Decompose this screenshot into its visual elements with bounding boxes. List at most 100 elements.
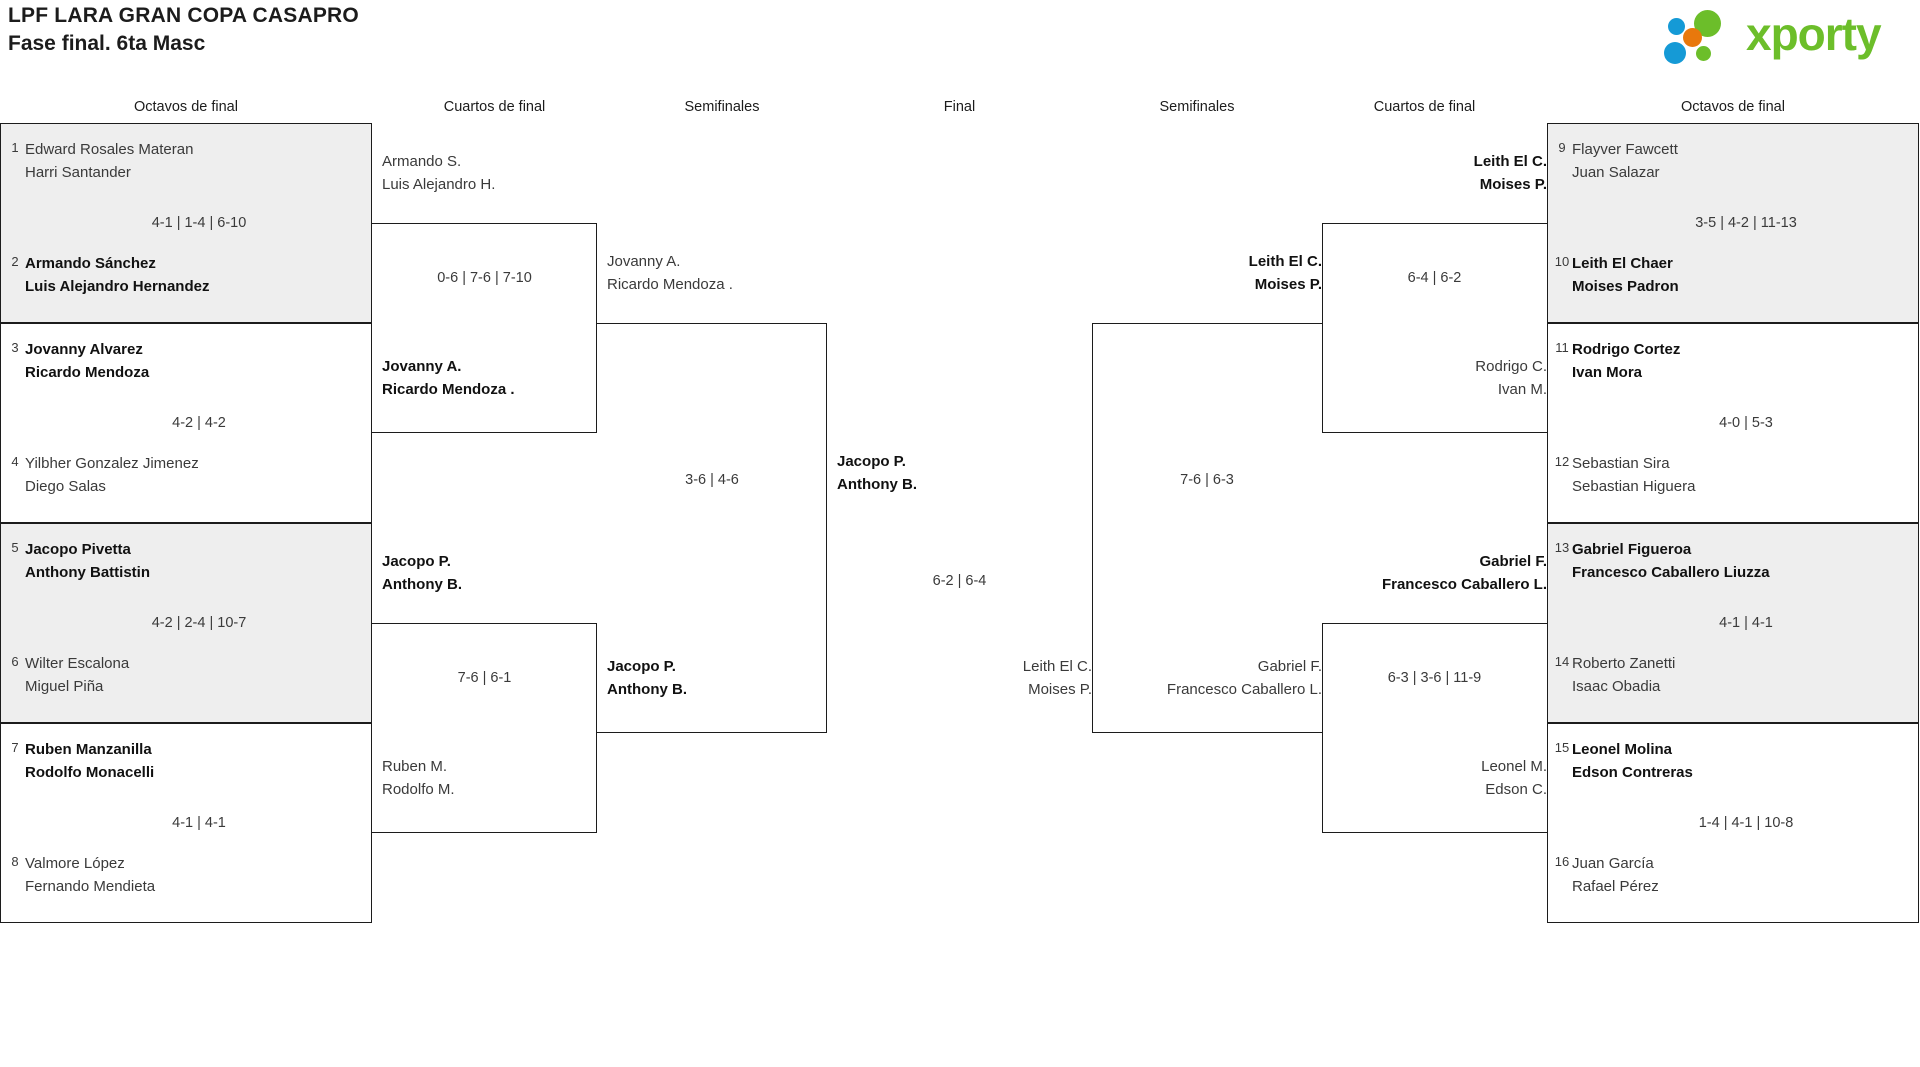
match-box-r16-1[interactable]: 9 Flayver Fawcett Juan Salazar 3-5 | 4-2… — [1547, 123, 1919, 323]
score-l16-4: 4-1 | 4-1 — [172, 815, 226, 831]
match-box-lqf-1[interactable] — [372, 223, 597, 433]
player-1: Sebastian Sira — [1572, 455, 1670, 472]
slot-seed-7[interactable]: 7 Ruben Manzanilla Rodolfo Monacelli — [5, 738, 369, 784]
player-1: Jacopo P. — [837, 453, 906, 470]
player-2: Edson C. — [1485, 781, 1547, 798]
page-header: LPF LARA GRAN COPA CASAPRO Fase final. 6… — [0, 0, 1920, 72]
slot-seed-3[interactable]: 3 Jovanny Alvarez Ricardo Mendoza — [5, 338, 369, 384]
player-names: Sebastian Sira Sebastian Higuera — [1572, 452, 1695, 498]
slot-seed-15[interactable]: 15 Leonel Molina Edson Contreras — [1552, 738, 1916, 784]
match-box-rsf[interactable] — [1092, 323, 1322, 733]
player-2: Rodolfo Monacelli — [25, 764, 155, 781]
player-2: Harri Santander — [25, 164, 131, 181]
player-names: Armando Sánchez Luis Alejandro Hernandez — [25, 252, 209, 298]
player-2: Luis Alejandro Hernandez — [25, 278, 210, 295]
score-l16-3: 4-2 | 2-4 | 10-7 — [151, 615, 247, 631]
slot-seed-8[interactable]: 8 Valmore López Fernando Mendieta — [5, 852, 369, 898]
player-2: Sebastian Higuera — [1572, 478, 1696, 495]
logo-dot-green-small — [1696, 46, 1711, 61]
match-box-l16-2[interactable]: 3 Jovanny Alvarez Ricardo Mendoza 4-2 | … — [0, 323, 372, 523]
slot-seed-6[interactable]: 6 Wilter Escalona Miguel Piña — [5, 652, 369, 698]
player-2: Ricardo Mendoza . — [607, 276, 733, 293]
player-names: Jacopo Pivetta Anthony Battistin — [25, 538, 150, 584]
slot-seed-13[interactable]: 13 Gabriel Figueroa Francesco Caballero … — [1552, 538, 1916, 584]
page-title: LPF LARA GRAN COPA CASAPRO — [8, 4, 359, 27]
player-2: Moises Padron — [1572, 278, 1679, 295]
match-box-r16-3[interactable]: 13 Gabriel Figueroa Francesco Caballero … — [1547, 523, 1919, 723]
match-box-l16-1[interactable]: 1 Edward Rosales Materan Harri Santander… — [0, 123, 372, 323]
slot-seed-12[interactable]: 12 Sebastian Sira Sebastian Higuera — [1552, 452, 1916, 498]
advancer-rqf-1-top: Leith El C. Moises P. — [1322, 150, 1547, 196]
score-rqf-2: 6-3 | 3-6 | 11-9 — [1387, 670, 1482, 686]
player-names: Roberto Zanetti Isaac Obadia — [1572, 652, 1675, 698]
player-1: Leith El C. — [1248, 253, 1322, 270]
player-1: Flayver Fawcett — [1572, 141, 1678, 158]
advancer-lqf-2-top: Jacopo P. Anthony B. — [382, 550, 462, 596]
player-names: Leonel Molina Edson Contreras — [1572, 738, 1693, 784]
slot-seed-11[interactable]: 11 Rodrigo Cortez Ivan Mora — [1552, 338, 1916, 384]
player-1: Yilbher Gonzalez Jimenez — [25, 455, 199, 472]
slot-seed-14[interactable]: 14 Roberto Zanetti Isaac Obadia — [1552, 652, 1916, 698]
match-box-rqf-1[interactable] — [1322, 223, 1547, 433]
player-2: Anthony Battistin — [25, 564, 150, 581]
match-box-rqf-2[interactable] — [1322, 623, 1547, 833]
player-2: Moises P. — [1479, 176, 1547, 193]
player-2: Isaac Obadia — [1572, 678, 1661, 695]
seed-number: 16 — [1554, 854, 1570, 869]
match-box-lsf[interactable] — [597, 323, 827, 733]
player-names: Edward Rosales Materan Harri Santander — [25, 138, 193, 184]
score-rsf: 7-6 | 6-3 — [1180, 472, 1234, 488]
player-1: Roberto Zanetti — [1572, 655, 1676, 672]
slot-seed-5[interactable]: 5 Jacopo Pivetta Anthony Battistin — [5, 538, 369, 584]
logo-dot-blue-small — [1668, 18, 1685, 35]
player-1: Leonel M. — [1481, 758, 1547, 775]
slot-seed-2[interactable]: 2 Armando Sánchez Luis Alejandro Hernand… — [5, 252, 369, 298]
round-label-left-r16: Octavos de final — [134, 99, 238, 115]
seed-number: 15 — [1554, 740, 1570, 755]
player-names: Leith El Chaer Moises Padron — [1572, 252, 1679, 298]
player-1: Wilter Escalona — [25, 655, 130, 672]
seed-number: 8 — [11, 854, 19, 869]
player-2: Moises P. — [1028, 681, 1092, 698]
player-2: Miguel Piña — [25, 678, 104, 695]
player-1: Jacopo P. — [382, 553, 451, 570]
score-final: 6-2 | 6-4 — [932, 573, 987, 589]
score-r16-4: 1-4 | 4-1 | 10-8 — [1698, 815, 1794, 831]
player-1: Rodrigo Cortez — [1572, 341, 1681, 358]
player-names: Yilbher Gonzalez Jimenez Diego Salas — [25, 452, 199, 498]
advancer-rqf-2-top: Gabriel F. Francesco Caballero L. — [1247, 550, 1547, 596]
seed-number: 12 — [1554, 454, 1570, 469]
score-l16-2: 4-2 | 4-2 — [172, 415, 226, 431]
player-2: Anthony B. — [382, 576, 462, 593]
player-2: Luis Alejandro H. — [382, 176, 496, 193]
page-subtitle: Fase final. 6ta Masc — [8, 32, 206, 55]
slot-seed-16[interactable]: 16 Juan García Rafael Pérez — [1552, 852, 1916, 898]
player-1: Leith El Chaer — [1572, 255, 1673, 272]
match-box-lqf-2[interactable] — [372, 623, 597, 833]
player-2: Anthony B. — [607, 681, 687, 698]
player-2: Anthony B. — [837, 476, 917, 493]
match-box-l16-3[interactable]: 5 Jacopo Pivetta Anthony Battistin 4-2 |… — [0, 523, 372, 723]
slot-seed-4[interactable]: 4 Yilbher Gonzalez Jimenez Diego Salas — [5, 452, 369, 498]
slot-seed-1[interactable]: 1 Edward Rosales Materan Harri Santander — [5, 138, 369, 184]
player-1: Jacopo Pivetta — [25, 541, 131, 558]
seed-number: 11 — [1555, 340, 1569, 355]
match-box-r16-2[interactable]: 11 Rodrigo Cortez Ivan Mora 4-0 | 5-3 12… — [1547, 323, 1919, 523]
player-2: Fernando Mendieta — [25, 878, 156, 895]
match-box-l16-4[interactable]: 7 Ruben Manzanilla Rodolfo Monacelli 4-1… — [0, 723, 372, 923]
player-1: Leith El C. — [1473, 153, 1547, 170]
match-box-r16-4[interactable]: 15 Leonel Molina Edson Contreras 1-4 | 4… — [1547, 723, 1919, 923]
slot-seed-9[interactable]: 9 Flayver Fawcett Juan Salazar — [1552, 138, 1916, 184]
player-1: Gabriel F. — [1257, 658, 1322, 675]
player-1: Armando S. — [382, 153, 462, 170]
player-names: Jovanny Alvarez Ricardo Mendoza — [25, 338, 149, 384]
slot-seed-10[interactable]: 10 Leith El Chaer Moises Padron — [1552, 252, 1916, 298]
player-1: Jacopo P. — [607, 658, 676, 675]
player-2: Francesco Caballero L. — [1381, 576, 1547, 593]
score-lqf-1: 0-6 | 7-6 | 7-10 — [437, 270, 532, 286]
player-2: Ivan Mora — [1572, 364, 1643, 381]
score-r16-2: 4-0 | 5-3 — [1719, 415, 1773, 431]
player-1: Ruben Manzanilla — [25, 741, 152, 758]
xporty-logo: xporty — [1660, 6, 1910, 64]
